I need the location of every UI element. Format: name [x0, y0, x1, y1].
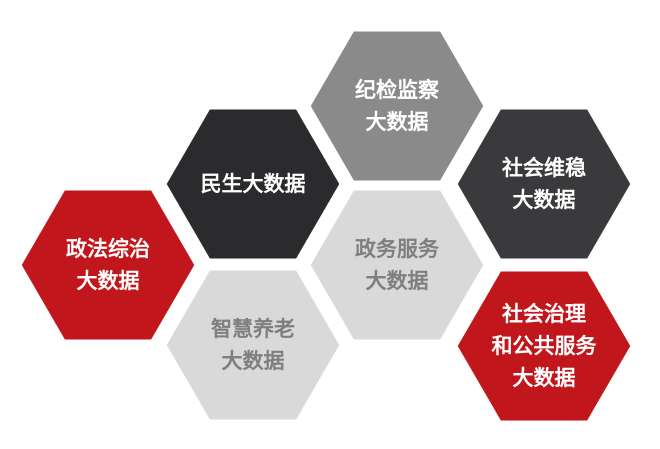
hexagon-label-minsheng: 民生大数据: [201, 171, 306, 196]
hexagon-label-weiwen: 社会维稳: [501, 155, 586, 180]
hexagon-label-weiwen: 大数据: [513, 187, 576, 212]
hexagon-label-zhengwu: 大数据: [366, 268, 429, 293]
hexagon-label-zhili: 社会治理: [501, 301, 586, 326]
hexagon-shape-zhili: [454, 268, 634, 424]
hexagon-label-zhihui: 智慧养老: [211, 316, 295, 341]
hexagon-shape-zhihui: [163, 267, 343, 423]
hexagon-label-zhili: 和公共服务: [492, 333, 598, 358]
hexagon-shape-jijian: [307, 28, 487, 184]
hexagon-label-zhengfa: 政法综治: [66, 236, 150, 261]
hexagon-label-jijian: 大数据: [366, 109, 429, 134]
hexagon-label-zhengfa: 大数据: [77, 268, 140, 293]
hexagon-label-zhengwu: 政务服务: [355, 236, 440, 261]
hexagon-shape-weiwen: [454, 106, 634, 262]
hexagon-shape-minsheng: [163, 106, 343, 262]
hexagon-shape-zhengwu: [307, 187, 487, 343]
hexagon-label-jijian: 纪检监察: [355, 77, 440, 102]
hexagon-shape-zhengfa: [18, 187, 198, 343]
hexagon-label-zhili: 大数据: [513, 365, 576, 390]
hexagon-minsheng: 民生大数据: [163, 106, 343, 262]
hexagon-label-zhihui: 大数据: [222, 348, 285, 373]
